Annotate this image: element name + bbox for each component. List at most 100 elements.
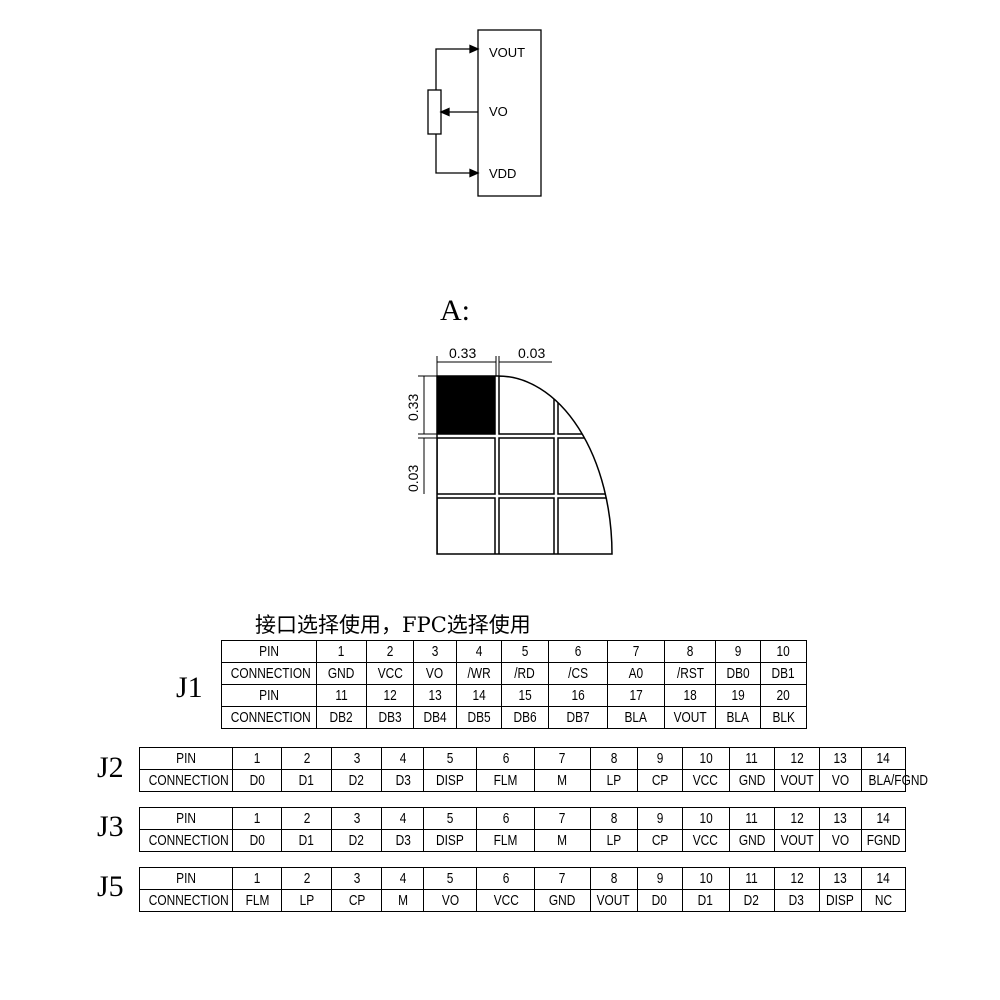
connection-cell-text: M [557,832,568,849]
connection-cell: VO [423,889,478,912]
pin-number-cell-text: 14 [876,810,891,827]
pin-number-cell-text: 9 [656,870,663,887]
connection-cell: D2 [728,889,775,912]
contrast-schematic [427,29,542,197]
pin-number-cell: 1 [232,807,283,830]
pin-number-cell: 4 [455,640,502,663]
connection-cell-text: D1 [299,772,315,789]
connection-cell-text: GND [738,832,765,849]
pin-number-cell: 2 [281,867,333,890]
connection-cell-text: CP [348,892,366,909]
connection-cell: VOUT [589,889,638,912]
connection-cell: FGND [860,829,907,852]
pin-number-cell-text: 7 [559,750,566,767]
detail-label: A: [440,294,470,327]
pin-number-cell-text: 13 [428,687,442,704]
connection-cell-text: M [557,772,568,789]
pin-label-vout: VOUT [489,45,525,60]
connection-cell-text: BLA [726,709,750,726]
pin-row-header-text: PIN [176,750,196,767]
potentiometer-body [427,89,442,135]
connection-cell: GND [728,829,775,852]
connection-cell-text: /RD [514,665,535,682]
connection-cell: DISP [423,769,478,792]
pin-number-cell: 10 [681,807,730,830]
wire-vdd [435,134,478,174]
pin-number-cell-text: 12 [790,870,804,887]
connection-cell: DB2 [315,706,367,729]
connection-cell-text: FLM [494,772,518,789]
connection-cell: A0 [606,662,666,685]
pin-number-cell: 20 [759,684,808,707]
pin-row-header-text: PIN [259,687,279,704]
connection-cell-text: LP [606,832,621,849]
pin-number-cell-text: 1 [253,810,261,827]
pin-number-cell-text: 14 [472,687,486,704]
pin-number-cell: 1 [232,867,283,890]
pin-row-header: PIN [138,747,234,770]
connection-cell-text: DISP [436,832,465,849]
pin-number-cell: 9 [636,867,683,890]
pin-number-cell: 2 [281,747,333,770]
connection-cell-text: DB6 [513,709,537,726]
pin-number-cell-text: 14 [876,870,891,887]
wiper-arrow [439,107,450,117]
pin-number-cell-text: 5 [521,643,528,660]
connection-cell: LP [589,769,638,792]
pin-number-cell-text: 10 [776,643,791,660]
pin-number-cell: 7 [534,867,591,890]
connection-cell-text: FGND [866,832,901,849]
pixel-dot [557,437,612,495]
connection-cell: /RST [664,662,717,685]
connection-cell: /RD [500,662,549,685]
pin-number-cell-text: 7 [632,643,640,660]
pin-number-cell: 8 [589,867,638,890]
connection-cell-text: DB4 [423,709,447,726]
connection-cell: VO [818,769,862,792]
pin-number-cell-text: 8 [610,750,617,767]
detail-outline [436,375,613,555]
pin-number-cell-text: 10 [699,750,713,767]
connection-row-header-text: CONNECTION [148,772,229,789]
pin-number-cell-text: 9 [734,643,742,660]
connection-cell-text: DB2 [329,709,354,726]
connection-cell: CP [636,829,683,852]
connection-cell-text: VCC [693,772,719,789]
pin-row-header-text: PIN [259,643,279,660]
pin-number-cell-text: 11 [335,687,348,704]
connection-cell: BLA/FGND [860,769,928,792]
connection-cell-text: VOUT [673,709,707,726]
connection-cell: VO [818,829,862,852]
connection-cell: DB0 [715,662,761,685]
connection-cell: /CS [547,662,608,685]
connection-cell: FLM [476,769,536,792]
pixel-detail [436,375,613,555]
connection-cell: CP [636,769,683,792]
connection-cell: LP [281,889,333,912]
connection-cell-text: D2 [349,772,365,789]
connection-cell-text: D3 [395,772,411,789]
connection-cell: D3 [773,889,820,912]
pin-number-cell: 13 [818,867,862,890]
pin-number-cell: 7 [606,640,666,663]
connection-cell: LP [589,829,638,852]
connection-cell-text: /WR [467,665,491,682]
pin-number-cell-text: 6 [502,810,510,827]
pixel-dot [557,376,612,435]
pin-number-cell: 16 [547,684,608,707]
pin-number-cell: 12 [773,747,820,770]
connection-cell: DB6 [500,706,549,729]
pin-number-cell-text: 2 [303,750,311,767]
pin-number-cell-text: 8 [610,810,617,827]
pin-number-cell-text: 3 [353,870,361,887]
connection-cell: VO [412,662,457,685]
connection-cell: D0 [232,829,283,852]
pin-number-cell-text: 11 [745,870,758,887]
pin-number-cell-text: 4 [475,643,483,660]
pin-number-cell-text: 5 [447,810,454,827]
pin-number-cell: 6 [476,867,536,890]
connection-cell-text: VOUT [780,772,814,789]
connection-cell: VOUT [773,769,820,792]
